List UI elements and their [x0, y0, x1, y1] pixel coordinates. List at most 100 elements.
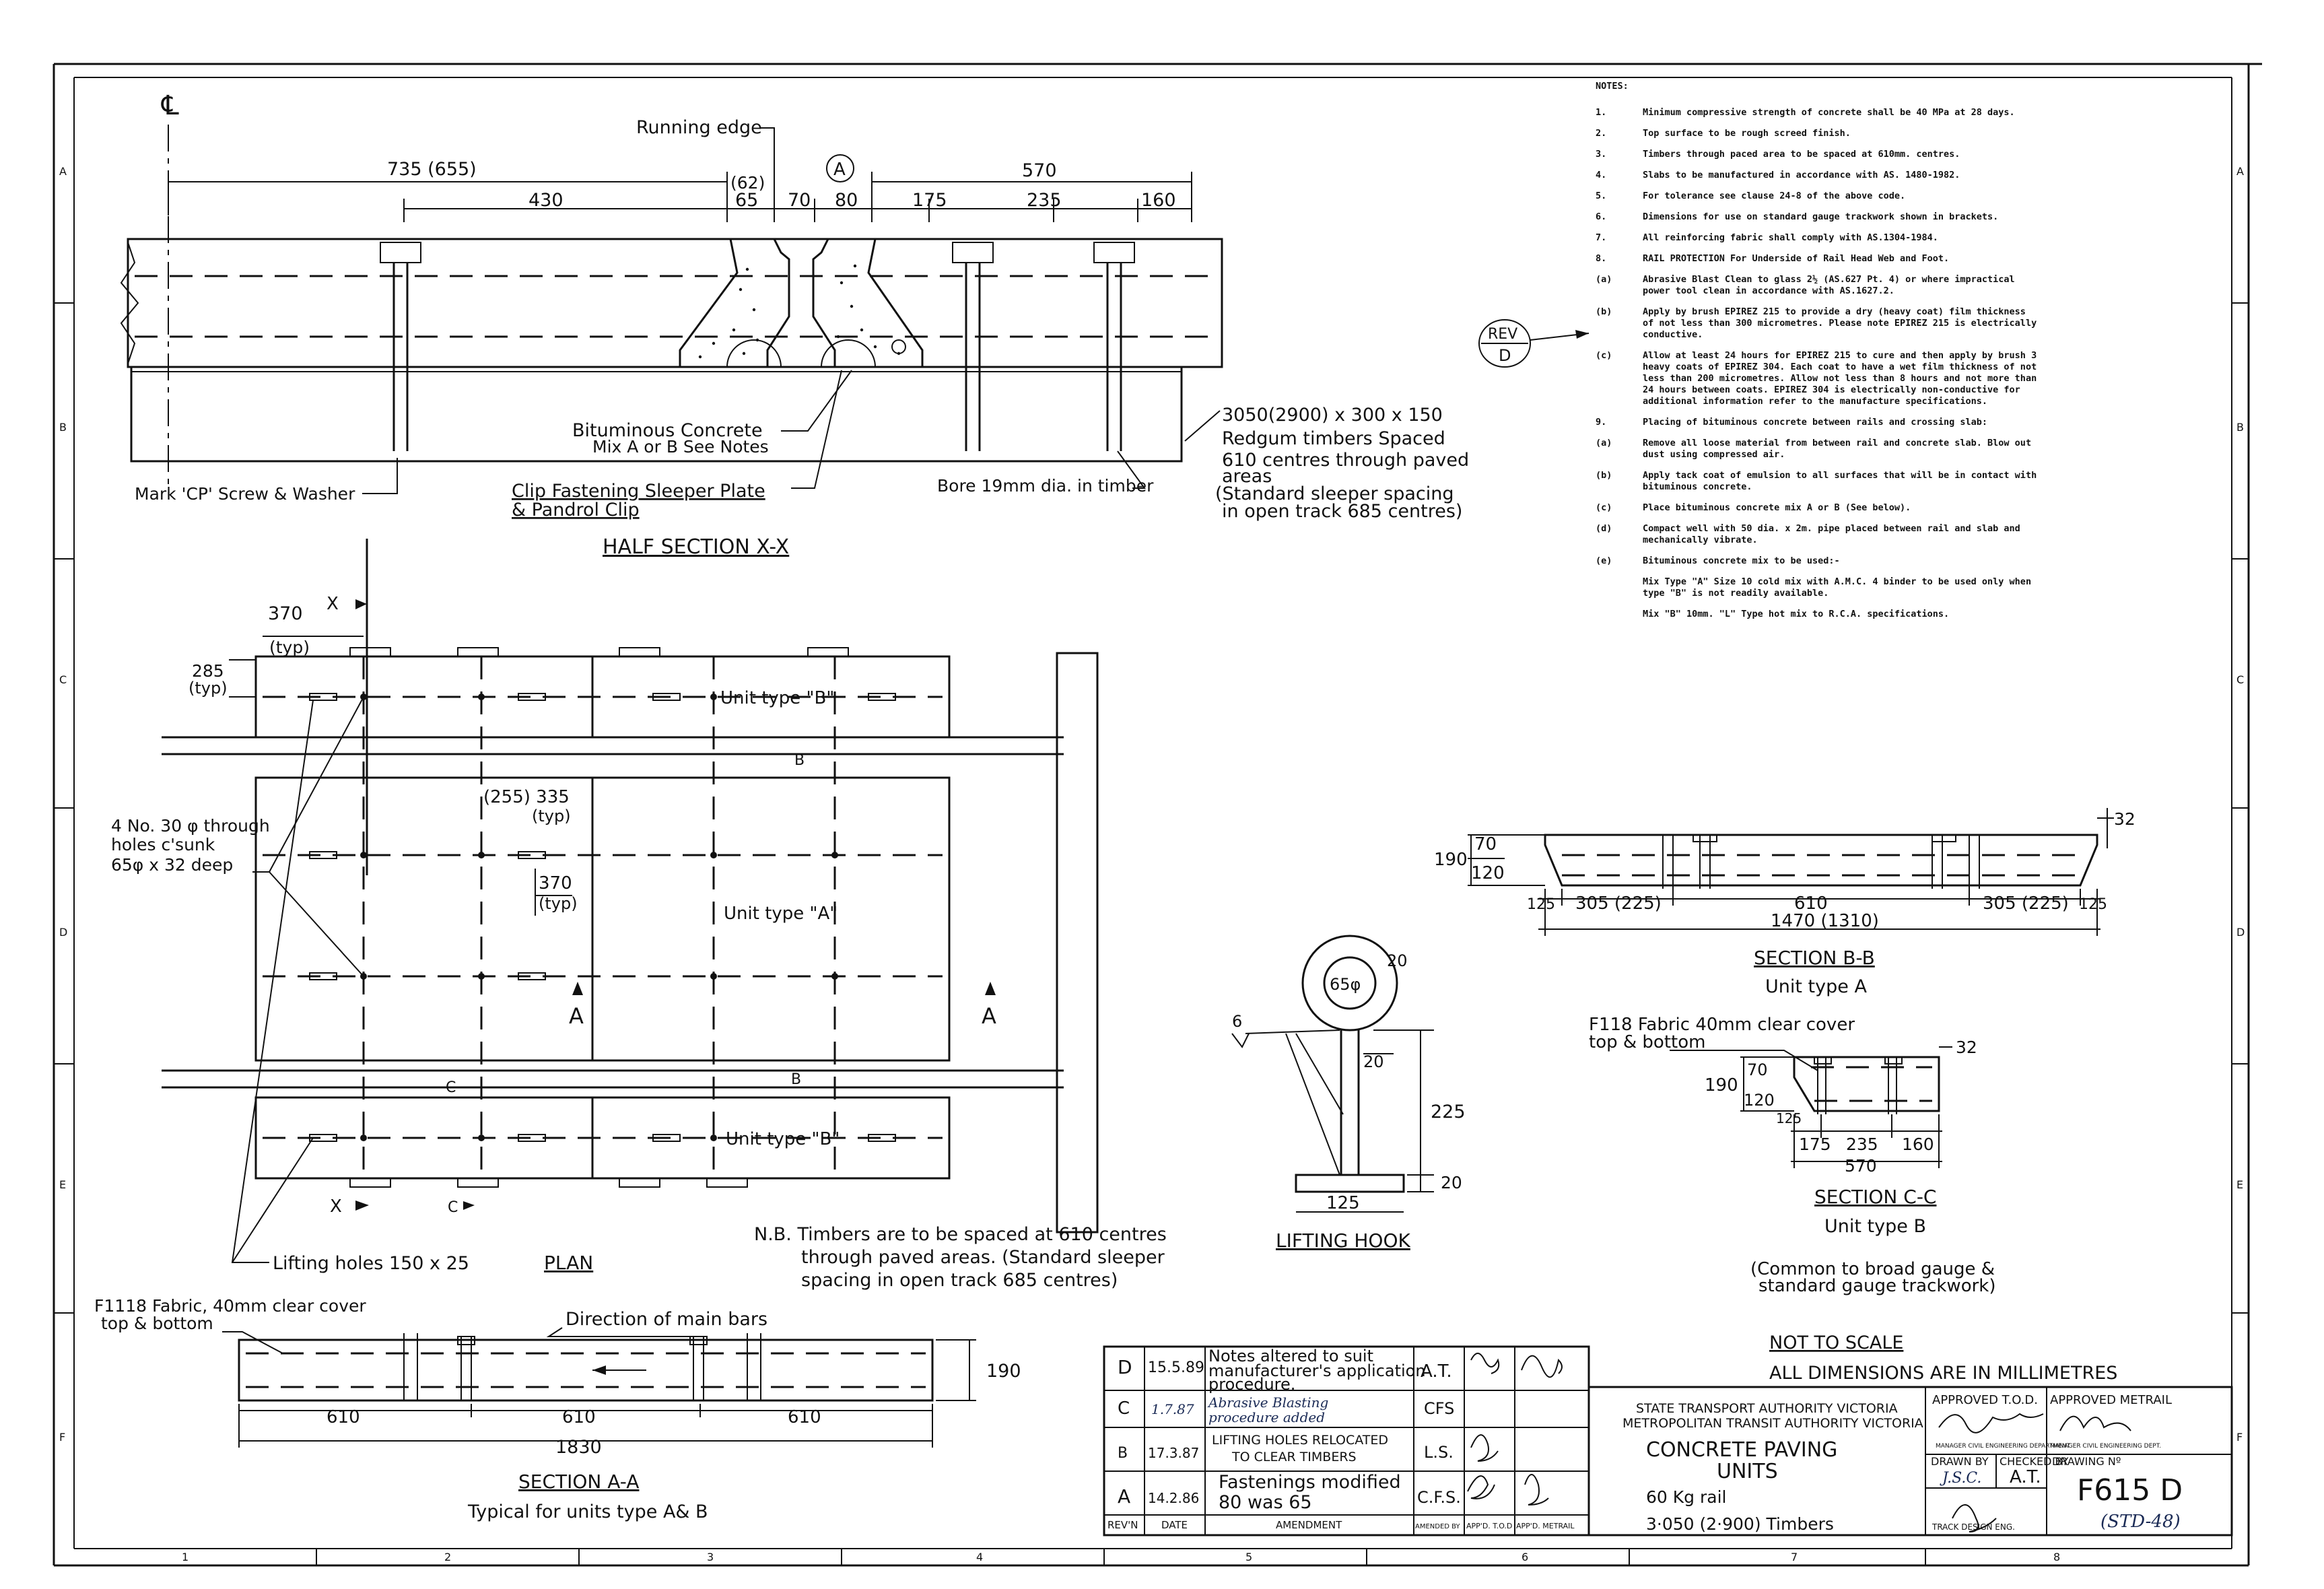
checked-by-label: CHECKED BY	[2000, 1455, 2069, 1468]
note-item: 9.Placing of bituminous concrete between…	[1596, 417, 2040, 428]
hook-dim-20-ring: 20	[1387, 951, 1408, 970]
cut-x-bottom: X	[330, 1196, 342, 1217]
bb-dim-305-right: 305 (225)	[1983, 893, 2069, 914]
half-section-xx: ℄ Running edge A 735 (655) 430 (62) 65 7…	[120, 90, 1469, 559]
plan-dim-370: 370	[268, 603, 303, 624]
rev-a-by: C.F.S.	[1417, 1488, 1461, 1507]
hook-dim-225: 225	[1431, 1102, 1466, 1122]
cc-dim-32: 32	[1956, 1038, 1977, 1057]
drawing-title-1: CONCRETE PAVING	[1646, 1438, 1837, 1462]
nb-note-line-2: through paved areas. (Standard sleeper	[801, 1247, 1165, 1268]
lifting-holes-label: Lifting holes 150 x 25	[273, 1253, 469, 1274]
rev-a-id: A	[1118, 1485, 1130, 1508]
note-number: (b)	[1596, 470, 1612, 481]
cut-c-bottom: C	[448, 1199, 458, 1216]
note-text: Remove all loose material from between r…	[1643, 438, 2032, 460]
note-text: Mix Type "A" Size 10 cold mix with A.M.C…	[1643, 576, 2032, 599]
col-label-8: 8	[2053, 1551, 2060, 1563]
cc-dim-175: 175	[1799, 1135, 1831, 1154]
col-label-6: 6	[1522, 1551, 1528, 1563]
clip-left	[726, 339, 782, 368]
note-item: (c)Place bituminous concrete mix A or B …	[1596, 502, 2040, 514]
row-label-c: C	[59, 673, 67, 686]
note-item: (b)Apply tack coat of emulsion to all su…	[1596, 470, 2040, 493]
checked-by-value: A.T.	[2010, 1467, 2041, 1487]
unit-a-label: Unit type "A"	[724, 904, 838, 924]
detail-circle-a-label: A	[833, 160, 846, 180]
signature-tod-a	[1467, 1475, 1495, 1499]
dim-175: 175	[912, 190, 947, 211]
unit-b-top-label: Unit type "B"	[720, 688, 834, 708]
section-bb-subtitle: Unit type A	[1765, 976, 1867, 997]
hdr-appd-tod: APP'D. T.O.D	[1466, 1522, 1512, 1530]
rev-c-by: CFS	[1424, 1399, 1454, 1418]
drawn-by-label: DRAWN BY	[1931, 1455, 1989, 1468]
cc-gauge-line-1: (Common to broad gauge &	[1750, 1259, 1995, 1279]
col-label-1: 1	[182, 1551, 189, 1563]
plan-dim-370-typ: (typ)	[269, 638, 310, 657]
note-item: Mix "B" 10mm. "L" Type hot mix to R.C.A.…	[1596, 609, 2040, 620]
note-text: Slabs to be manufactured in accordance w…	[1643, 170, 1960, 180]
note-text: Placing of bituminous concrete between r…	[1643, 417, 1988, 428]
bb-dim-70: 70	[1474, 834, 1497, 854]
rev-d-tag: REV D	[1478, 319, 1590, 368]
signature-design-eng	[1952, 1504, 1997, 1532]
hook-dim-20-base: 20	[1441, 1173, 1462, 1192]
drawing-title-2: UNITS	[1717, 1460, 1778, 1483]
running-edge-label: Running edge	[636, 117, 762, 138]
signature-tod-d	[1470, 1353, 1500, 1374]
note-item: 1.Minimum compressive strength of concre…	[1596, 107, 2040, 119]
cc-dim-190: 190	[1705, 1075, 1738, 1095]
redgum-timber	[130, 366, 1183, 463]
timbers-line-6: in open track 685 centres)	[1222, 501, 1462, 522]
concrete-slab	[127, 238, 1223, 368]
section-bb-title: SECTION B-B	[1754, 947, 1875, 969]
section-aa-title: SECTION A-A	[518, 1470, 639, 1493]
cc-fabric-line-1: F118 Fabric 40mm clear cover	[1589, 1015, 1855, 1035]
not-to-scale: NOT TO SCALE	[1769, 1332, 1903, 1353]
drawing-number: F615 D	[2077, 1473, 2183, 1508]
note-number: (d)	[1596, 523, 1612, 534]
pandrol-clip-label: & Pandrol Clip	[512, 500, 640, 520]
note-number	[1596, 609, 1643, 620]
note-number: 7.	[1596, 232, 1607, 243]
dim-735: 735 (655)	[387, 159, 477, 180]
note-item: 6.Dimensions for use on standard gauge t…	[1596, 211, 2040, 223]
dim-70: 70	[788, 190, 811, 211]
rev-d-date: 15.5.89	[1148, 1359, 1204, 1376]
timbers-line-1: 3050(2900) x 300 x 150	[1222, 405, 1443, 426]
col-label-7: 7	[1791, 1551, 1798, 1563]
note-text: Timbers through paced area to be spaced …	[1643, 149, 1960, 160]
mix-note-label: Mix A or B See Notes	[592, 437, 769, 457]
lifting-slots	[309, 693, 896, 1142]
hdr-date: DATE	[1161, 1519, 1188, 1531]
revision-table: D 15.5.89 Notes altered to suit manufact…	[1103, 1345, 1590, 1536]
drawing-no-label: DRAWING Nº	[2052, 1455, 2121, 1468]
aa-fabric-line-1: F1118 Fabric, 40mm clear cover	[94, 1296, 366, 1316]
notes-heading: NOTES:	[1596, 81, 1629, 92]
hook-dim-6: 6	[1232, 1012, 1242, 1031]
cc-fabric-line-2: top & bottom	[1589, 1032, 1705, 1052]
note-number: (c)	[1596, 350, 1612, 361]
note-text: Compact well with 50 dia. x 2m. pipe pla…	[1643, 523, 2020, 545]
plan-dim-255-335: (255) 335	[483, 787, 570, 807]
timbers-line-4: areas	[1222, 466, 1272, 487]
plan-view: X X B B C C A A 370 (typ) 285 (typ) (255…	[111, 539, 1167, 1291]
nb-note-line-3: spacing in open track 685 centres)	[801, 1270, 1118, 1291]
timbers-line-3: 610 centres through paved	[1222, 450, 1469, 471]
note-item: 7.All reinforcing fabric shall comply wi…	[1596, 232, 2040, 244]
bb-dim-125-right: 125	[2079, 896, 2107, 913]
note-number: (a)	[1596, 438, 1612, 448]
col-label-2: 2	[444, 1551, 451, 1563]
note-text: Apply by brush EPIREZ 215 to provide a d…	[1643, 306, 2037, 340]
row-label-e: E	[59, 1178, 66, 1191]
rev-d-amend-2: manufacturer's application	[1208, 1361, 1426, 1380]
drawing-sub-2: 3·050 (2·900) Timbers	[1646, 1514, 1834, 1534]
rev-d-id: D	[1118, 1356, 1132, 1378]
rev-d-amend-3: procedure.	[1208, 1375, 1295, 1394]
detail-circle-a	[826, 154, 854, 182]
aa-dim-610-b: 610	[562, 1407, 596, 1427]
bb-dim-32: 32	[2114, 809, 2135, 829]
section-cc-title: SECTION C-C	[1814, 1186, 1936, 1208]
rev-d-by: A.T.	[1421, 1361, 1452, 1382]
